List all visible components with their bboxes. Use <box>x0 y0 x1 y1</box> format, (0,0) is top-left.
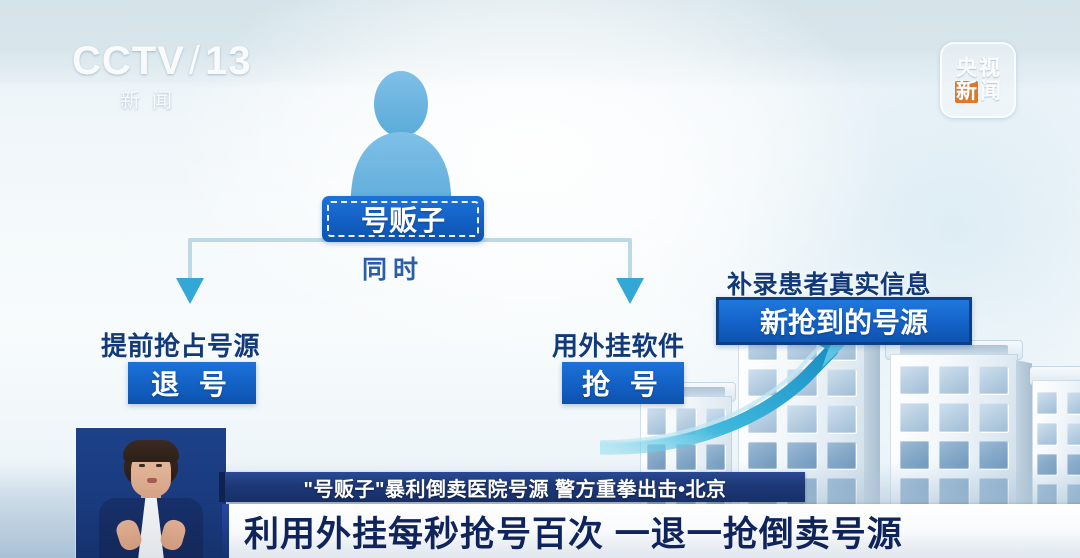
left-branch-label: 提前抢占号源 <box>101 331 261 361</box>
window <box>900 366 930 395</box>
result-label: 补录患者真实信息 <box>727 271 932 299</box>
person-silhouette-icon <box>350 71 452 216</box>
window <box>826 405 856 433</box>
lower-third-headline: 利用外挂每秒抢号百次 一退一抢倒卖号源 <box>244 514 903 554</box>
right-branch-box-label: 抢 号 <box>582 369 664 400</box>
anchor-mouth <box>147 478 157 483</box>
window <box>900 403 930 432</box>
window <box>826 368 856 397</box>
window <box>939 366 969 395</box>
right-branch-label: 用外挂软件 <box>552 331 685 361</box>
news-logo-char-1: 央 <box>956 56 977 80</box>
window <box>1036 422 1057 445</box>
result-box-label: 新抢到的号源 <box>759 307 928 338</box>
left-branch-box[interactable]: 退 号 <box>128 362 256 404</box>
window <box>939 403 969 432</box>
lower-third-subtitle-bar: "号贩子"暴利倒卖医院号源 警方重拳出击•北京 <box>219 472 805 502</box>
headline-bar-edge <box>222 504 229 558</box>
lower-third-subtitle: "号贩子"暴利倒卖医院号源 警方重拳出击•北京 <box>303 478 727 501</box>
lower-third-headline-bar: 利用外挂每秒抢号百次 一退一抢倒卖号源 <box>222 504 1080 558</box>
news-logo-char-2: 视 <box>979 56 1000 80</box>
anchor-eye-right <box>156 464 162 467</box>
anchor-fringe <box>123 440 179 462</box>
building-roof-panel <box>900 345 1008 356</box>
diagram-root-box[interactable]: 号贩子 <box>322 196 484 242</box>
diagram-root-caption: 同时 <box>362 256 425 284</box>
window <box>1067 392 1080 414</box>
subtitle-bar-edge <box>219 472 225 502</box>
anchor-eye-left <box>139 464 145 467</box>
left-branch-box-label: 退 号 <box>151 369 233 400</box>
diagram-root-box-label: 号贩子 <box>360 205 445 236</box>
window <box>1067 422 1080 445</box>
window <box>787 405 817 433</box>
window <box>1036 392 1057 414</box>
window <box>978 403 1008 432</box>
building-roof-panel <box>647 387 725 398</box>
result-box[interactable]: 新抢到的号源 <box>716 297 972 345</box>
news-logo-char-3: 新 <box>955 79 978 103</box>
right-branch-box[interactable]: 抢 号 <box>562 362 684 404</box>
news-logo-row-1: 央 视 <box>956 56 1000 80</box>
cctv-news-app-logo: 央 视 新 闻 <box>940 42 1016 118</box>
window <box>647 408 667 435</box>
news-logo-row-2: 新 闻 <box>955 79 1001 103</box>
news-anchor-video <box>76 428 226 558</box>
news-logo-char-4: 闻 <box>980 79 1001 103</box>
window <box>978 366 1008 395</box>
